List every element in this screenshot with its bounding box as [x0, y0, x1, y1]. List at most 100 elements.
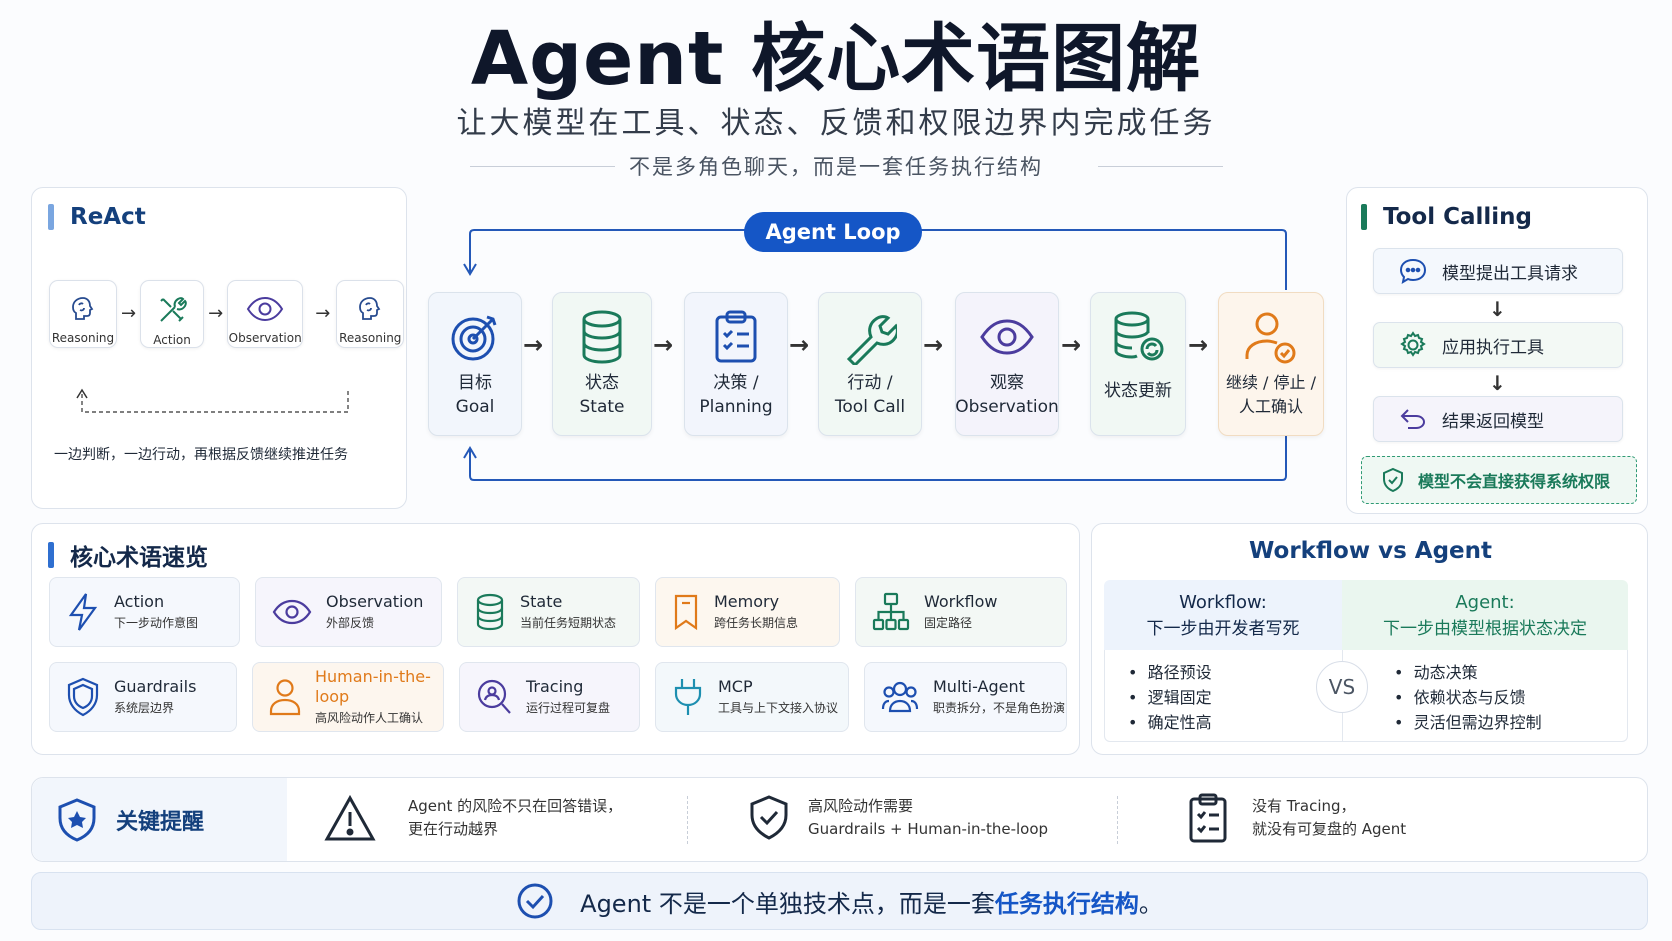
arrow-right-icon: → [923, 331, 944, 359]
database-icon [476, 593, 504, 631]
chat-bubble-icon [1399, 258, 1427, 285]
loop-step-continue-stop: 继续 / 停止 /人工确认 [1218, 292, 1324, 436]
tool-step-return: 结果返回模型 [1373, 396, 1623, 442]
agent-loop-label: Agent Loop [744, 212, 922, 252]
warning-icon [324, 794, 376, 841]
shield-star-icon [58, 797, 96, 842]
target-icon [451, 315, 497, 361]
lightning-icon [68, 593, 98, 631]
loop-step-planning: 决策 /Planning [684, 292, 788, 436]
react-loop-back-arrow [76, 388, 349, 413]
core-terms-title: 核心术语速览 [48, 538, 208, 572]
alert-separator [1117, 796, 1118, 844]
list-item: • 灵活但需边界控制 [1394, 713, 1542, 732]
arrow-right-icon: → [523, 331, 544, 359]
shield-icon [67, 677, 99, 717]
hierarchy-icon [872, 592, 910, 631]
clipboard-icon [715, 310, 757, 363]
plug-icon [674, 679, 702, 715]
list-item: • 逻辑固定 [1128, 688, 1212, 707]
eye-icon [980, 319, 1034, 355]
user-check-icon [1245, 312, 1296, 364]
arrow-down-icon: ↓ [1489, 371, 1506, 395]
wva-body [1104, 650, 1628, 742]
arrow-right-icon: → [1188, 331, 1209, 359]
react-step-action: Action [140, 280, 205, 348]
tool-calling-panel: Tool Calling 模型提出工具请求 ↓ 应用执行工具 ↓ 结果返回模型 … [1346, 187, 1648, 514]
brain-icon [359, 297, 381, 320]
tools-icon [160, 297, 187, 322]
tool-step-execute: 应用执行工具 [1373, 322, 1623, 368]
list-item: • 路径预设 [1128, 663, 1212, 682]
clipboard-list-icon [1189, 793, 1227, 843]
database-icon [582, 310, 622, 364]
arrow-right-icon: → [121, 303, 137, 324]
list-item: • 确定性高 [1128, 713, 1212, 732]
arrow-right-icon: → [653, 331, 674, 359]
tool-step-request: 模型提出工具请求 [1373, 248, 1623, 294]
alert-tracing: 没有 Tracing，就没有可复盘的 Agent [1252, 797, 1407, 838]
react-flow: Reasoning → Action → Observation → Reaso… [49, 280, 405, 348]
react-step-reasoning-1: Reasoning [49, 280, 117, 348]
workflow-list: • 路径预设 • 逻辑固定 • 确定性高 [1128, 660, 1212, 735]
arrow-right-icon: → [315, 303, 331, 324]
return-arrow-icon [1400, 409, 1426, 429]
check-circle-icon [517, 883, 553, 919]
page-title: Agent 核心术语图解 [470, 16, 1202, 102]
agent-header: Agent: 下一步由模型根据状态决定 [1342, 580, 1628, 650]
eye-icon [247, 296, 284, 322]
react-panel: ReAct Reasoning → Action → Observation →… [31, 187, 407, 509]
wva-title: Workflow vs Agent [1248, 538, 1493, 564]
workflow-header: Workflow: 下一步由开发者写死 [1104, 580, 1342, 650]
divider-left [470, 166, 615, 167]
wrench-icon [846, 315, 897, 365]
vs-badge: VS [1316, 661, 1368, 713]
list-item: • 动态决策 [1394, 663, 1478, 682]
arrow-right-icon: → [789, 331, 810, 359]
user-icon [269, 679, 301, 716]
alerts-title-block: 关键提醒 [32, 778, 287, 861]
brain-icon [72, 297, 94, 320]
bookmark-icon [674, 594, 698, 631]
eye-icon [272, 599, 312, 625]
shield-check-icon [750, 795, 788, 840]
react-title: ReAct [48, 204, 146, 230]
react-caption: 一边判断，一边行动，再根据反馈继续推进任务 [54, 447, 348, 463]
list-item: • 依赖状态与反馈 [1394, 688, 1526, 707]
tool-calling-note: 模型不会直接获得系统权限 [1361, 456, 1637, 504]
alert-risk: Agent 的风险不只在回答错误，更在行动越界 [408, 797, 623, 838]
page-subtitle: 让大模型在工具、状态、反馈和权限边界内完成任务 [456, 106, 1216, 141]
shield-check-icon [1383, 467, 1403, 493]
tool-calling-title: Tool Calling [1361, 204, 1532, 230]
divider-right [1098, 166, 1223, 167]
database-update-icon [1114, 311, 1164, 361]
loop-step-tool-call: 行动 /Tool Call [818, 292, 922, 436]
arrow-right-icon: → [208, 303, 224, 324]
gear-icon [1400, 331, 1426, 357]
loop-step-state-update: 状态更新 [1090, 292, 1186, 436]
workflow-vs-agent-panel: Workflow vs Agent Workflow: 下一步由开发者写死 Ag… [1091, 523, 1648, 755]
arrow-down-icon: ↓ [1489, 297, 1506, 321]
react-step-observation: Observation [227, 280, 304, 348]
agent-list: • 动态决策 • 依赖状态与反馈 • 灵活但需边界控制 [1394, 660, 1542, 735]
search-person-icon [477, 679, 511, 714]
page-tagline: 不是多角色聊天，而是一套任务执行结构 [629, 155, 1043, 179]
alert-separator [687, 796, 688, 844]
react-step-reasoning-2: Reasoning [336, 280, 405, 348]
footer-banner: Agent 不是一个单独技术点，而是一套任务执行结构。 [31, 872, 1648, 930]
